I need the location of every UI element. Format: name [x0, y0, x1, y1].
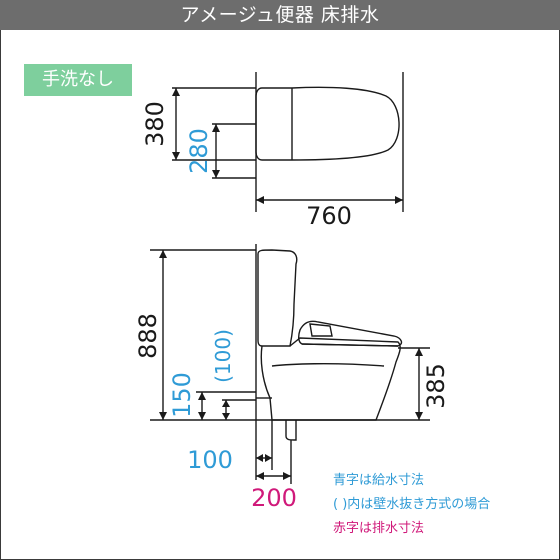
label-760: 760 — [306, 202, 352, 230]
toilet-top-view — [255, 86, 400, 161]
label-280: 280 — [185, 128, 213, 174]
toilet-seat-side — [297, 320, 403, 347]
no-handwash-badge: 手洗なし — [24, 64, 132, 96]
label-385: 385 — [422, 363, 450, 409]
drain-pipe — [285, 420, 297, 441]
legend-supply: 青字は給水寸法 — [333, 473, 425, 488]
seat-lower-edge — [301, 343, 399, 347]
label-100: 100 — [187, 446, 233, 474]
label-200: 200 — [251, 484, 297, 512]
arrowheads — [159, 88, 423, 480]
page-title: アメージュ便器 床排水 — [0, 0, 560, 30]
toilet-bowl-side — [260, 337, 401, 421]
label-380: 380 — [141, 101, 169, 147]
legend-drain: 赤字は排水寸法 — [333, 521, 425, 536]
label-888: 888 — [134, 313, 162, 359]
toilet-tank-side — [257, 249, 298, 347]
legend-wall-drain: ( )内は壁水抜き方式の場合 — [333, 497, 491, 512]
seat-control-box — [309, 323, 333, 337]
bowl-inner-line — [271, 363, 385, 367]
label-wall-supply: (100) — [211, 329, 235, 383]
label-150: 150 — [168, 372, 196, 418]
